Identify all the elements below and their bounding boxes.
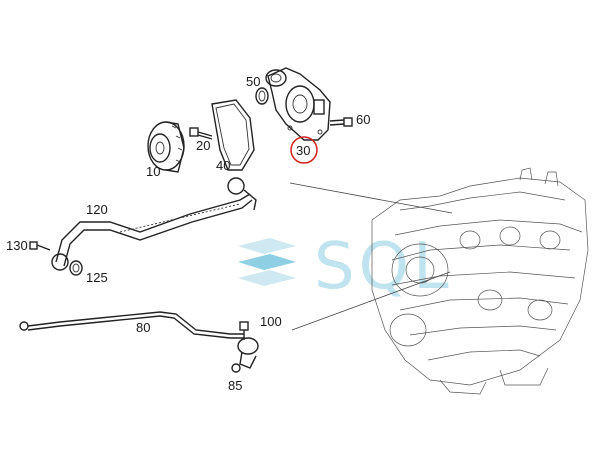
watermark-logo-icon [238,238,296,286]
callout-125: 125 [86,270,108,285]
part-130-bolt [29,241,51,251]
callout-40: 40 [216,158,230,173]
callout-50: 50 [246,74,260,89]
part-120-breather-hose [51,177,257,271]
callout-80: 80 [136,320,150,335]
leader-line-30 [289,182,453,214]
engine-assembly [371,167,589,395]
callout-100: 100 [260,314,282,329]
part-40-gasket [211,99,255,171]
callout-20: 20 [196,138,210,153]
part-10-pulley [147,121,185,173]
callout-85: 85 [228,378,242,393]
callout-30: 30 [296,143,310,158]
watermark: SQL [238,230,453,304]
part-30-valve-cover [265,67,331,141]
callout-60: 60 [356,112,370,127]
callout-130: 130 [6,238,28,253]
part-80-line [19,311,244,339]
callout-10: 10 [146,164,160,179]
highlight-ring [290,136,318,164]
part-50-oring [255,87,269,105]
part-125-clamp [69,260,83,276]
part-20-bolt [189,127,213,140]
leader-line-100 [291,271,451,331]
part-85-fitting [231,337,259,373]
part-60-bolt [329,117,353,127]
watermark-text: SQL [314,230,453,304]
callout-120: 120 [86,202,108,217]
